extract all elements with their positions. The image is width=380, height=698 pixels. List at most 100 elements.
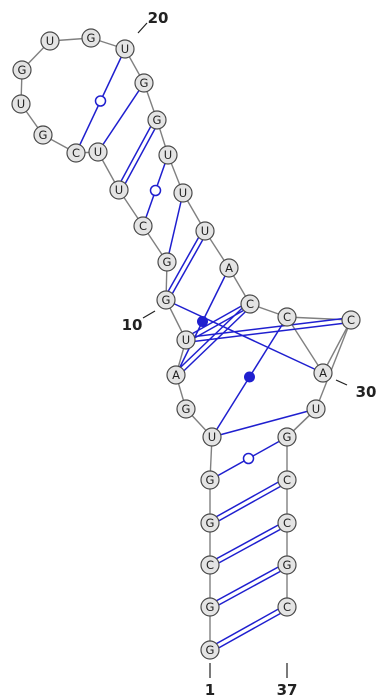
position-tick [137,22,148,34]
watson-crick-pair-line [163,229,204,300]
nucleotide-letter: G [206,600,215,614]
nucleotide: U [202,427,222,447]
nucleotide: A [219,258,239,278]
nucleotide-letter: C [139,219,147,233]
nucleotide-letter: C [347,313,355,327]
nucleotide: C [240,294,260,314]
nucleotide: C [277,513,297,533]
nucleotide-circle [200,640,220,660]
position-label-10: 10 [122,316,143,334]
nucleotide-letter: C [206,558,214,572]
base-pair-line [211,408,317,438]
nucleotide: C [341,310,361,330]
nucleotide-circle [11,94,31,114]
nucleotide-letter: G [140,76,149,90]
position-label-37: 37 [277,681,298,698]
nucleotide-circle [33,125,53,145]
watson-crick-pair-line [208,477,287,522]
nucleotide-letter: U [17,97,25,111]
nucleotide-circle [176,330,196,350]
noncanonical-pair-marker [197,316,208,327]
nucleotide-circle [158,145,178,165]
watson-crick-pair-line [184,301,250,339]
nucleotide-letter: A [172,368,180,382]
nucleotide: C [133,216,153,236]
position-label-1: 1 [205,681,215,698]
nucleotide-letter: G [283,558,292,572]
watson-crick-pair-line [186,321,352,344]
nucleotide-circle [219,258,239,278]
nucleotide: G [147,110,167,130]
nucleotide: G [134,73,154,93]
nucleotide: U [115,39,135,59]
watson-crick-pair-line [210,566,289,610]
watson-crick-pair-line [208,520,287,564]
nucleotide-circle [176,399,196,419]
position-label-30: 30 [356,383,377,401]
nucleotide-circle [200,470,220,490]
nucleotide-letter: U [201,224,209,238]
backbone-segment [315,319,352,410]
nucleotide-circle [134,73,154,93]
watson-crick-pair-line [120,120,160,192]
nucleotide: U [158,145,178,165]
nucleotide: C [277,597,297,617]
nucleotide-letter: A [225,261,233,275]
nucleotide: U [173,183,193,203]
nucleotide-circle [81,28,101,48]
nucleotide-circle [195,221,215,241]
nucleotide: G [12,60,32,80]
nucleotide: U [11,94,31,114]
nucleotide-letter: C [283,473,291,487]
nucleotide-letter: G [153,113,162,127]
watson-crick-pair-line [210,608,289,653]
nucleotide-circle [147,110,167,130]
nucleotide: G [81,28,101,48]
wobble-pair-marker [149,184,162,197]
base-pair-line [165,299,324,374]
nucleotide-letter: G [206,516,215,530]
nucleotide-letter: C [72,146,80,160]
nucleotide-circle [173,183,193,203]
nucleotide-circle [133,216,153,236]
nucleotide: U [109,180,129,200]
nucleotide-letter: G [163,255,172,269]
nucleotide-circle [277,470,297,490]
watson-crick-pair-line [177,305,253,378]
nucleotide-circle [12,60,32,80]
watson-crick-pair-line [208,604,287,649]
nucleotide: U [195,221,215,241]
nucleotide-letter: C [283,600,291,614]
nucleotide: G [200,470,220,490]
nucleotide-circle [240,294,260,314]
base-pair-line [97,82,145,153]
nucleotide-letter: U [121,42,129,56]
watson-crick-pair-line [210,481,289,526]
nucleotide: A [166,365,186,385]
nucleotide: A [313,363,333,383]
nucleotide-circle [277,307,297,327]
nucleotide-letter: G [206,643,215,657]
nucleotide-circle [277,555,297,575]
nucleotide-letter: C [246,297,254,311]
position-label-20: 20 [148,9,169,27]
nucleotide: U [88,142,108,162]
nucleotide-circle [200,597,220,617]
nucleotide-letter: U [46,34,54,48]
nucleotide: G [200,640,220,660]
nucleotide: C [200,555,220,575]
nucleotide: G [157,252,177,272]
nucleotide-letter: G [162,293,171,307]
nucleotide-letter: C [283,310,291,324]
wobble-pair-marker [242,452,255,465]
nucleotide-letter: U [179,186,187,200]
watson-crick-pair-line [167,231,208,302]
nucleotide-circle [277,427,297,447]
nucleotide-circle [166,365,186,385]
base-pair-line [166,192,184,263]
base-pair-layer [75,48,352,653]
nucleotide: C [277,307,297,327]
